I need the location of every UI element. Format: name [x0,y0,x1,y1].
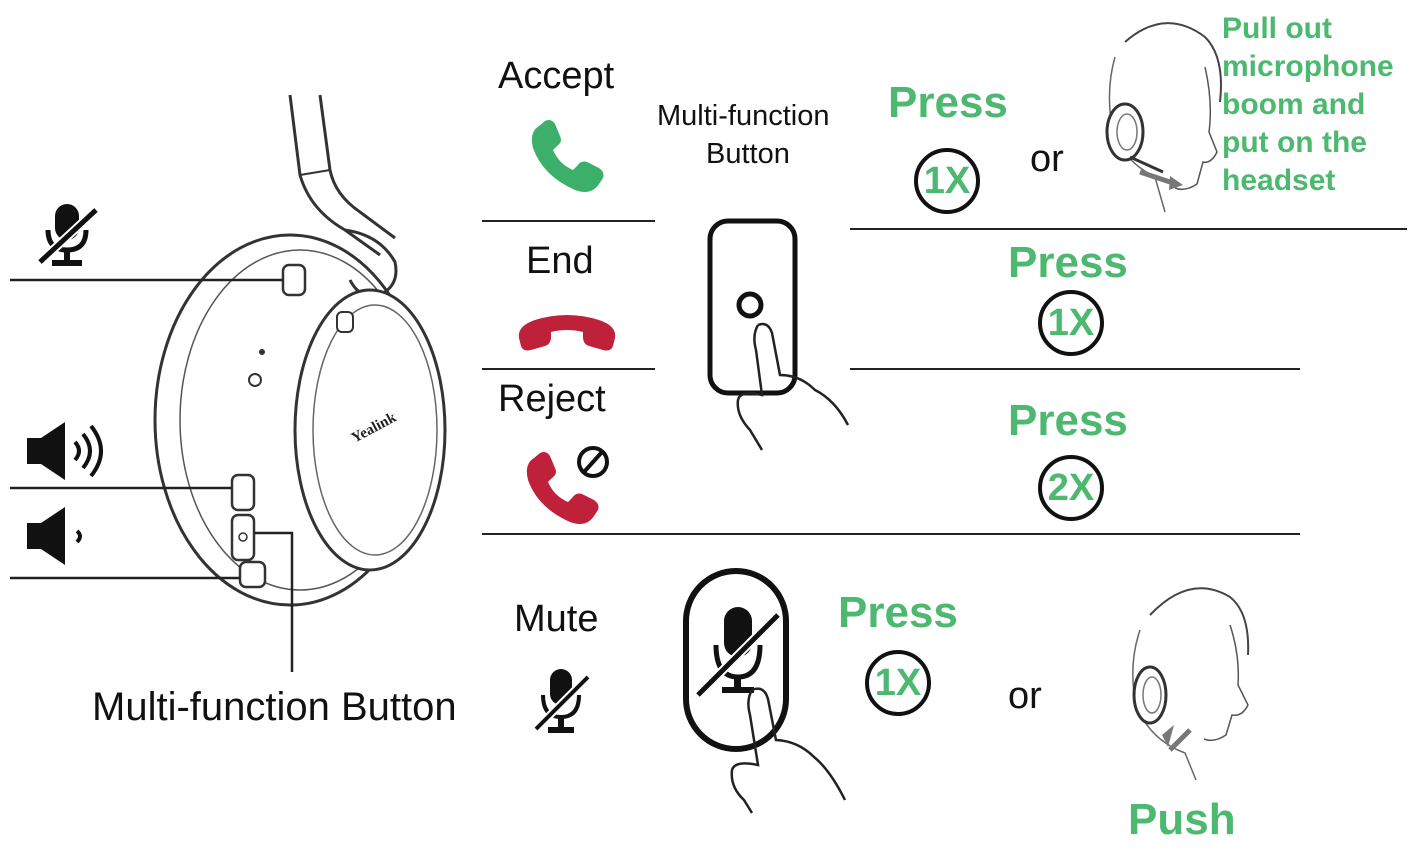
accept-phone-icon [531,120,604,192]
divider [850,228,1407,230]
accept-instruction-line: Pull out [1222,12,1332,45]
button-header-line2: Button [706,138,790,170]
reject-count-badge: 2X [1038,455,1104,521]
mute-small-icon [533,669,591,733]
mute-icon [36,204,100,266]
finger-press-button-icon [707,218,850,451]
finger-press-mute-button-icon [683,568,847,814]
accept-instruction-line: boom and [1222,88,1366,121]
divider [482,220,655,222]
end-label: End [526,240,594,282]
accept-or-text: or [1030,138,1064,180]
divider [482,533,1300,535]
accept-label: Accept [498,55,615,97]
accept-instruction-line: headset [1222,164,1336,197]
accept-instruction: Pull out microphone boom and put on the … [1222,10,1394,200]
accept-count-badge: 1X [914,148,980,214]
end-phone-icon [518,315,616,351]
accept-press-text: Press [888,78,1008,127]
reject-press-text: Press [1008,396,1128,445]
divider [850,368,1300,370]
volume-up-icon [27,422,103,480]
volume-down-icon [27,507,82,565]
mute-press-text: Press [838,588,958,637]
mute-count-badge: 1X [865,650,931,716]
divider [482,368,655,370]
end-count-badge: 1X [1038,290,1104,356]
reject-label: Reject [498,378,606,420]
accept-instruction-line: put on the [1222,126,1367,159]
reject-phone-icon [526,446,609,524]
accept-instruction-line: microphone [1222,50,1394,83]
headset-wearer-mic-icon [1105,22,1222,213]
multi-function-button-label: Multi-function Button [92,685,457,729]
end-press-text: Press [1008,238,1128,287]
button-header-line1: Multi-function [657,100,830,132]
mute-label: Mute [514,598,599,640]
mute-or-text: or [1008,675,1042,717]
headset-wearer-push-icon [1132,587,1250,781]
mute-push-text: Push [1128,795,1236,844]
